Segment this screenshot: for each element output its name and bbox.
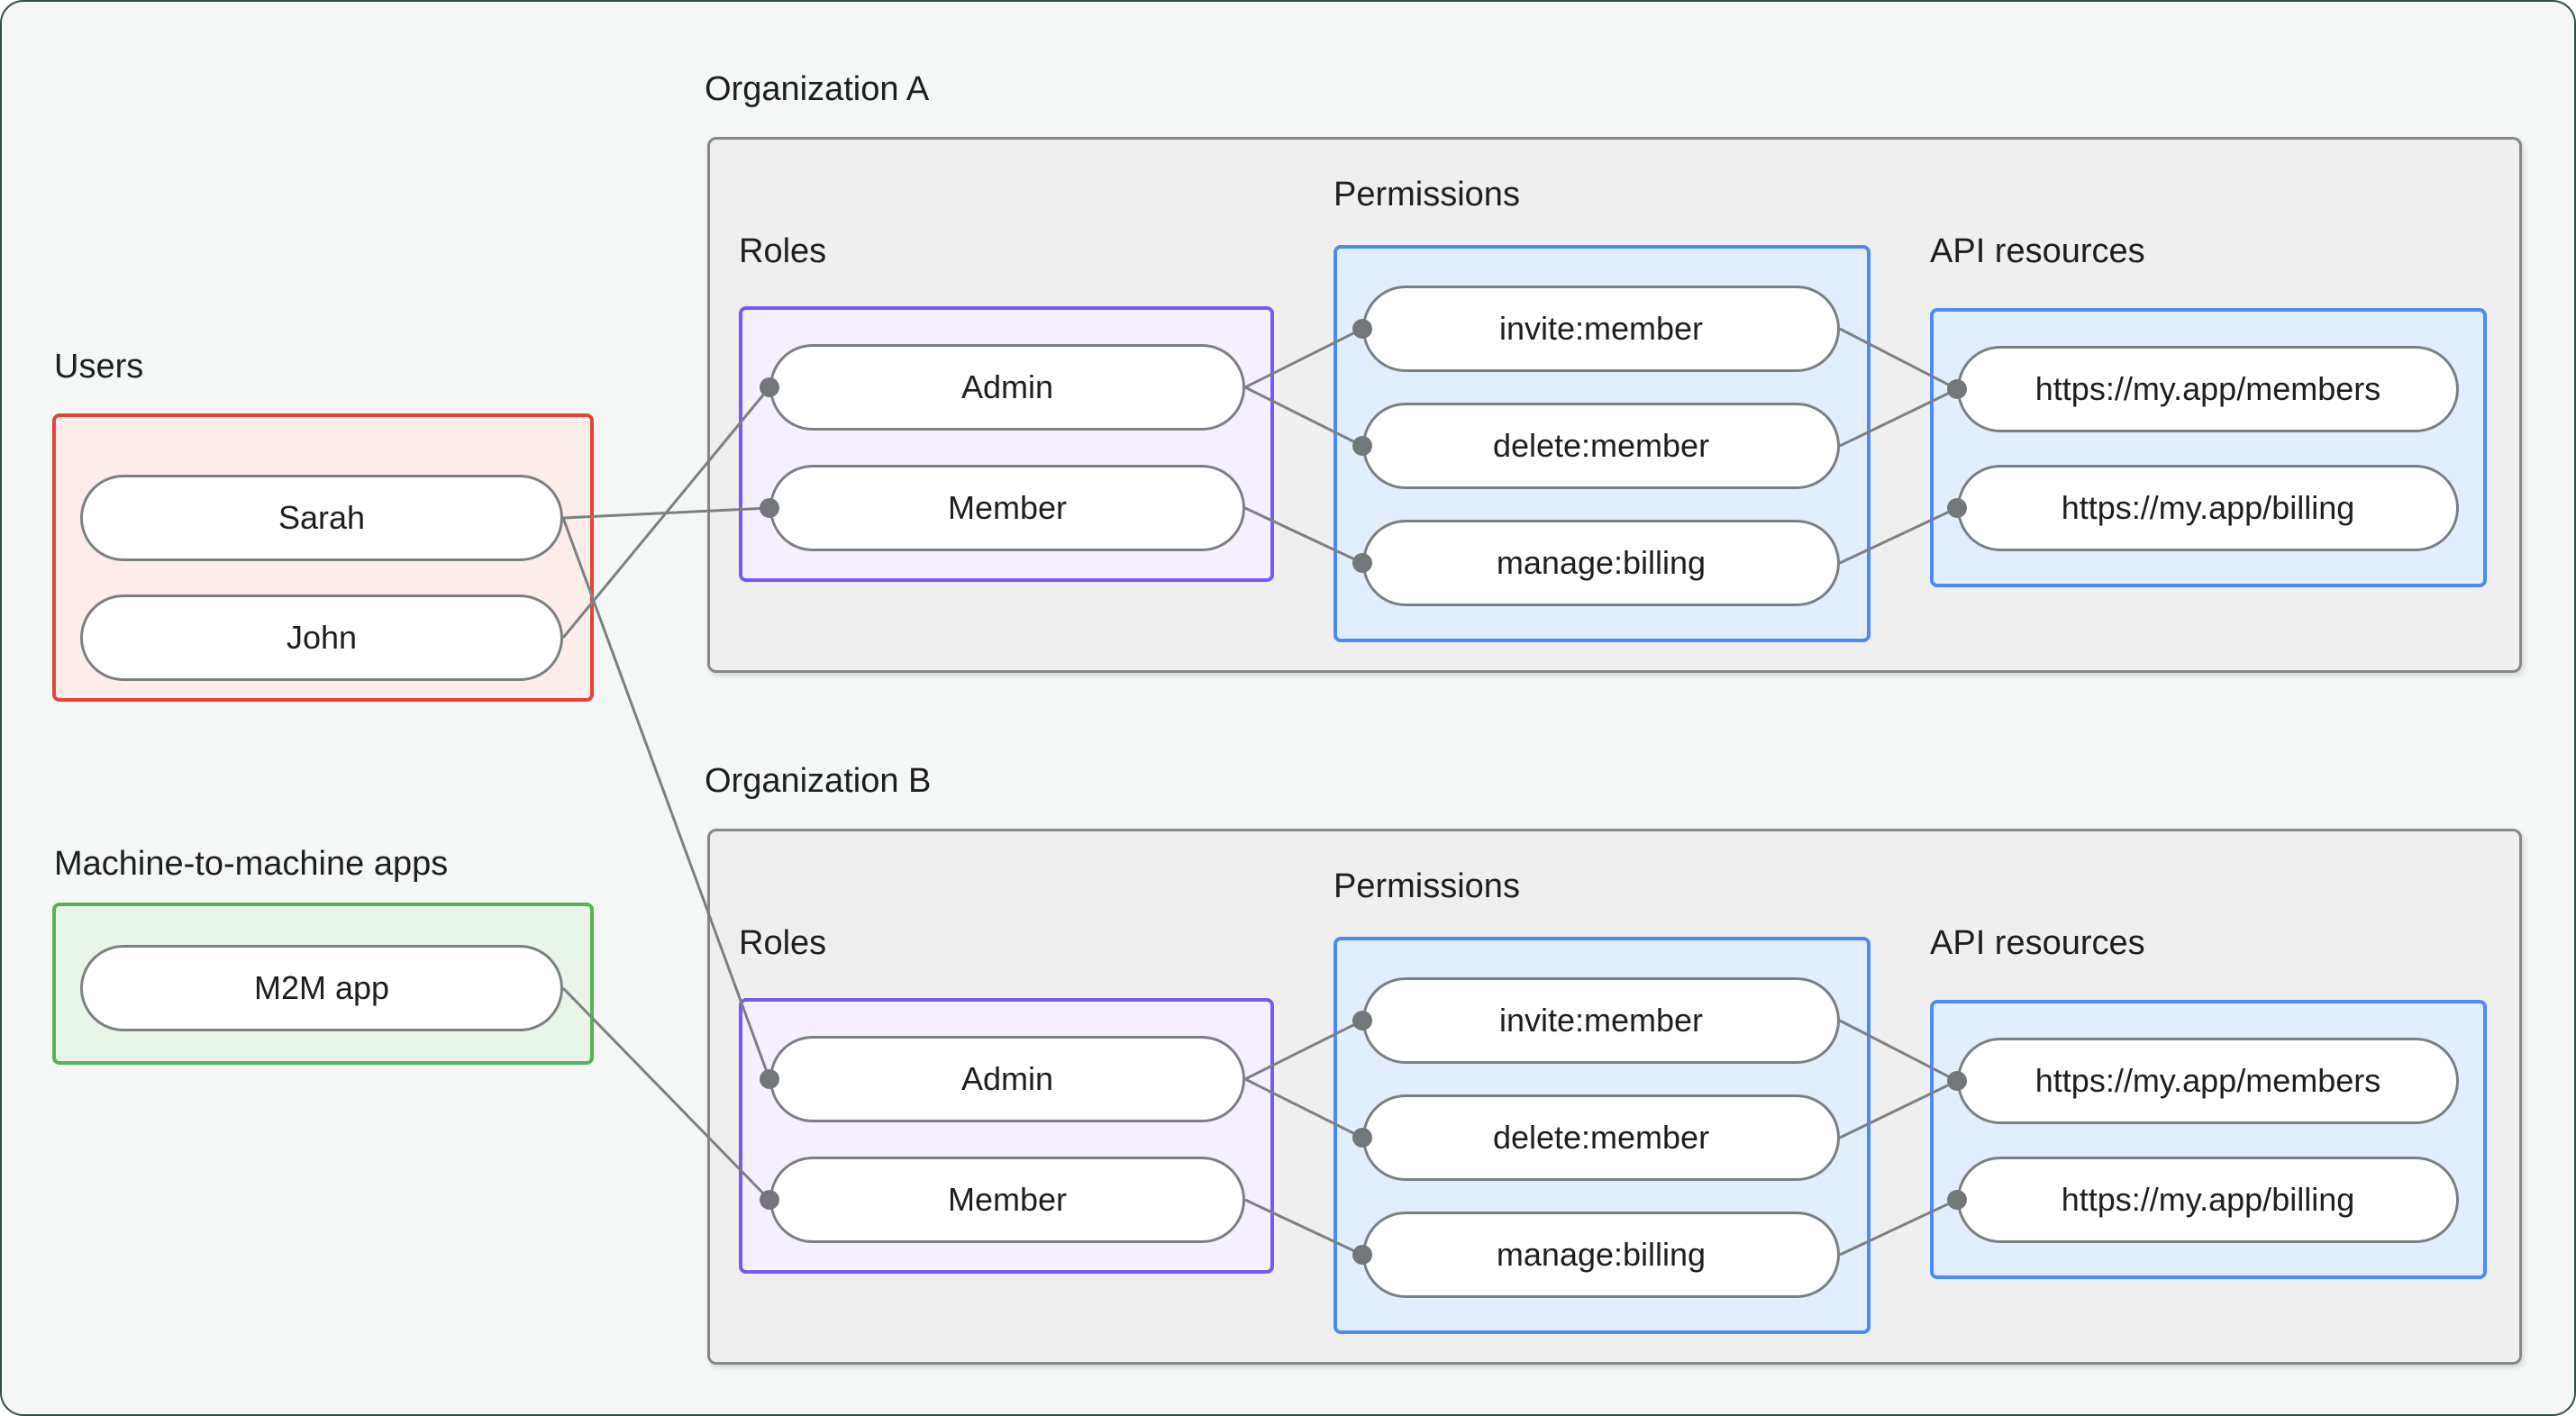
org-a-api-node-members-url: https://my.app/members xyxy=(1957,346,2459,432)
org-b-roles-title: Roles xyxy=(739,924,827,962)
org-b-permission-node-manage-billing: manage:billing xyxy=(1362,1212,1840,1298)
org-a-title: Organization A xyxy=(705,70,930,108)
org-b-api-resources-title: API resources xyxy=(1930,924,2145,962)
org-a-permission-node-manage-billing: manage:billing xyxy=(1362,520,1840,606)
org-a-permissions-title: Permissions xyxy=(1334,176,1520,213)
users-section-title: Users xyxy=(54,348,144,386)
org-b-role-node-admin: Admin xyxy=(769,1036,1245,1122)
org-a-roles-title: Roles xyxy=(739,232,827,270)
user-node-sarah: Sarah xyxy=(80,475,563,561)
org-b-title: Organization B xyxy=(705,762,932,800)
org-a-permission-node-delete-member: delete:member xyxy=(1362,403,1840,489)
org-a-api-node-billing-url: https://my.app/billing xyxy=(1957,465,2459,551)
org-a-permission-node-invite-member: invite:member xyxy=(1362,286,1840,372)
m2m-section-title: Machine-to-machine apps xyxy=(54,845,449,883)
org-b-api-node-members-url: https://my.app/members xyxy=(1957,1038,2459,1124)
org-a-api-resources-title: API resources xyxy=(1930,232,2145,270)
m2m-app-node: M2M app xyxy=(80,945,563,1031)
org-a-role-node-admin: Admin xyxy=(769,344,1245,431)
user-node-john: John xyxy=(80,595,563,681)
org-b-api-node-billing-url: https://my.app/billing xyxy=(1957,1157,2459,1243)
org-b-permission-node-invite-member: invite:member xyxy=(1362,977,1840,1064)
org-b-permissions-title: Permissions xyxy=(1334,867,1520,905)
org-b-role-node-member: Member xyxy=(769,1157,1245,1243)
org-a-role-node-member: Member xyxy=(769,465,1245,551)
org-b-permission-node-delete-member: delete:member xyxy=(1362,1094,1840,1181)
